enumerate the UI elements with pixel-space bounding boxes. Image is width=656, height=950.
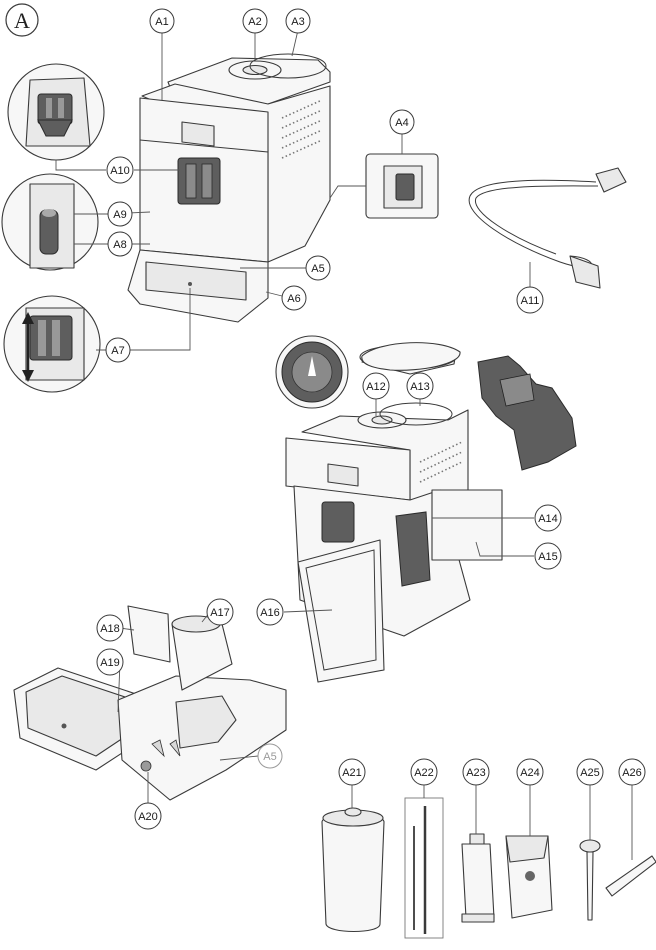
brew-unit-part [477,355,577,471]
svg-text:A12: A12 [366,381,386,393]
svg-text:A9: A9 [113,209,126,221]
callout-A7: A7 [105,337,131,363]
callout-A14: A14 [534,504,562,532]
svg-text:A25: A25 [580,767,600,779]
callout-A24: A24 [516,758,544,786]
svg-text:A21: A21 [342,767,362,779]
callout-A15: A15 [534,542,562,570]
water-filter-part [505,835,553,919]
section-letter: A [14,8,30,33]
callout-A9: A9 [107,201,133,227]
callout-A10: A10 [106,156,134,184]
svg-text:A23: A23 [466,767,486,779]
svg-text:A14: A14 [538,513,558,525]
svg-text:A19: A19 [100,657,120,669]
callout-A1: A1 [149,8,175,34]
power-socket-detail [365,153,439,219]
svg-text:A17: A17 [210,607,230,619]
svg-text:A5: A5 [311,263,324,275]
milk-carafe-part [321,807,385,932]
grind-dial-detail [275,335,349,409]
callout-A16: A16 [256,598,284,626]
measuring-scoop-part [579,839,601,921]
svg-text:A22: A22 [414,767,434,779]
milk-tube-part [404,797,444,939]
svg-text:A8: A8 [113,239,126,251]
callout-A19: A19 [96,648,124,676]
svg-text:A5: A5 [263,751,276,763]
callout-A2: A2 [242,8,268,34]
grease-tube-part [461,833,495,923]
power-cord-illustration [468,167,627,289]
water-hardness-strip-part [605,855,656,897]
svg-text:A18: A18 [100,623,120,635]
bean-lid-part [361,342,461,371]
callout-A18: A18 [96,614,124,642]
svg-text:A6: A6 [287,293,300,305]
callout-A20: A20 [134,802,162,830]
svg-text:A3: A3 [291,16,304,28]
callout-A13: A13 [406,372,434,400]
svg-text:A11: A11 [521,295,540,307]
coffee-machine-front-view [127,53,331,323]
svg-text:A26: A26 [622,767,642,779]
svg-text:A10: A10 [110,165,130,177]
detail-water-outlet-closeup [1,173,99,271]
callout-A5: A5 [305,255,331,281]
callout-A23: A23 [462,758,490,786]
callout-A26: A26 [618,758,646,786]
callout-A6: A6 [281,285,307,311]
detail-spout-height-closeup [3,295,101,393]
callout-A11: A11 [516,286,544,314]
callout-A21: A21 [338,758,366,786]
svg-text:A2: A2 [248,16,261,28]
svg-text:A13: A13 [410,381,430,393]
callout-A25: A25 [576,758,604,786]
callout-A3: A3 [285,8,311,34]
svg-text:A1: A1 [155,16,168,28]
drip-tray-assembly [13,605,287,801]
svg-text:A15: A15 [538,551,558,563]
accessory-leader-lines [351,785,633,860]
svg-text:A16: A16 [260,607,280,619]
detail-spout-closeup [7,63,105,161]
callout-A8: A8 [107,231,133,257]
callout-A4: A4 [389,109,415,135]
svg-text:A7: A7 [111,345,124,357]
callout-A22: A22 [410,758,438,786]
callout-A5-secondary: A5 [257,743,283,769]
section-badge: A [5,3,39,37]
svg-text:A20: A20 [138,811,158,823]
callout-A12: A12 [362,372,390,400]
svg-text:A24: A24 [520,767,540,779]
svg-text:A4: A4 [395,117,408,129]
callout-A17: A17 [206,598,234,626]
